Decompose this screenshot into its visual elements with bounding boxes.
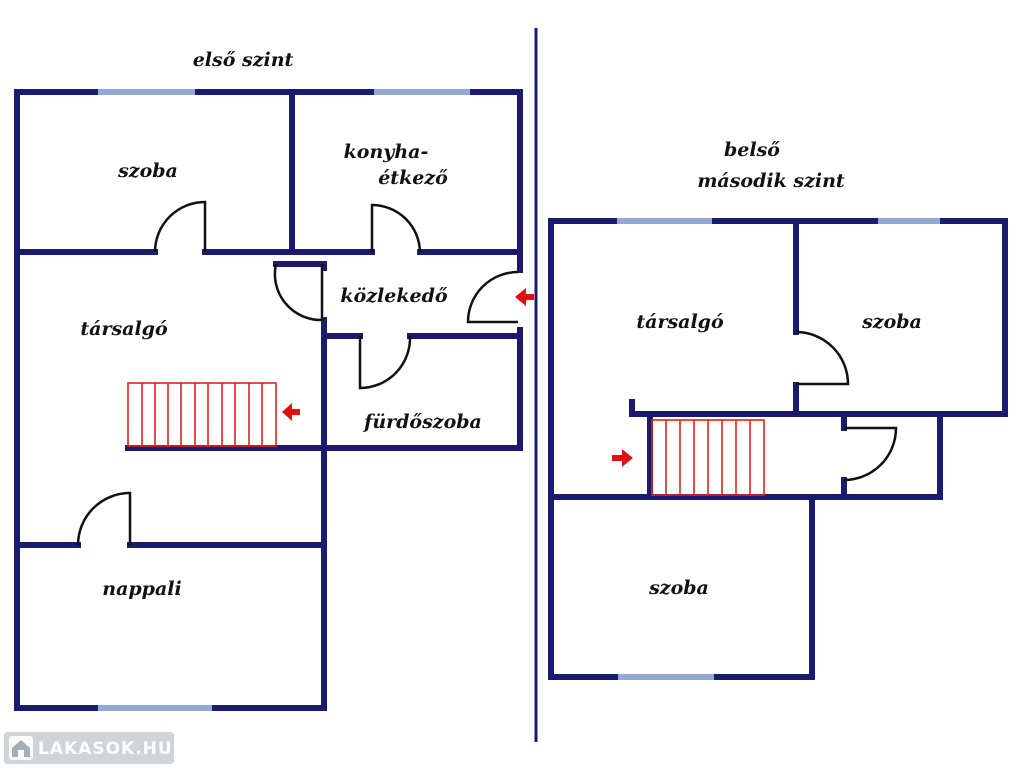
second-floor-title-line2: második szint [697, 170, 845, 192]
room-label-kitchen-line2: étkező [378, 167, 448, 189]
stairs-direction-arrow [282, 403, 300, 421]
room-label-living-room: nappali [102, 578, 181, 600]
door-bedroom-right [795, 330, 850, 386]
door-bathroom [358, 335, 412, 390]
door-entrance [466, 270, 519, 324]
second-floor-doors [795, 330, 898, 482]
door-kitchen [370, 203, 422, 253]
second-floor-title-line1: belső [724, 139, 780, 161]
entrance-arrow [515, 288, 534, 306]
room-label-kitchen-line1: konyha- [344, 141, 429, 163]
first-floor-doors [76, 200, 519, 546]
room-label-bedroom: szoba [117, 160, 178, 182]
watermark: LAKASOK.HU [4, 732, 174, 764]
room-label-bathroom: fürdőszoba [362, 411, 482, 433]
first-floor-stairs [127, 382, 277, 447]
door-living-room [76, 491, 132, 546]
second-floor-walls [548, 218, 1008, 680]
first-floor-plan: első szint szoba konyha- étkező közleked… [14, 49, 534, 711]
room-label-lounge-upper: társalgó [636, 311, 724, 333]
door-lounge-hall [273, 263, 324, 322]
second-floor-stairs [651, 419, 765, 496]
room-label-bedroom-bottom: szoba [648, 577, 709, 599]
room-label-hallway: közlekedő [340, 285, 447, 307]
second-floor-windows [617, 218, 940, 680]
second-floor-plan: belső második szint társalgó szoba szoba [548, 139, 1008, 680]
first-floor-title: első szint [193, 49, 294, 71]
stairs-arrival-arrow [612, 449, 633, 467]
door-landing [843, 426, 898, 482]
first-floor-windows [98, 89, 470, 711]
room-label-lounge: társalgó [80, 318, 168, 340]
house-icon [9, 736, 33, 760]
watermark-background [4, 732, 174, 764]
watermark-text: LAKASOK.HU [38, 739, 173, 759]
room-label-bedroom-right: szoba [861, 311, 922, 333]
door-bedroom [153, 200, 207, 253]
